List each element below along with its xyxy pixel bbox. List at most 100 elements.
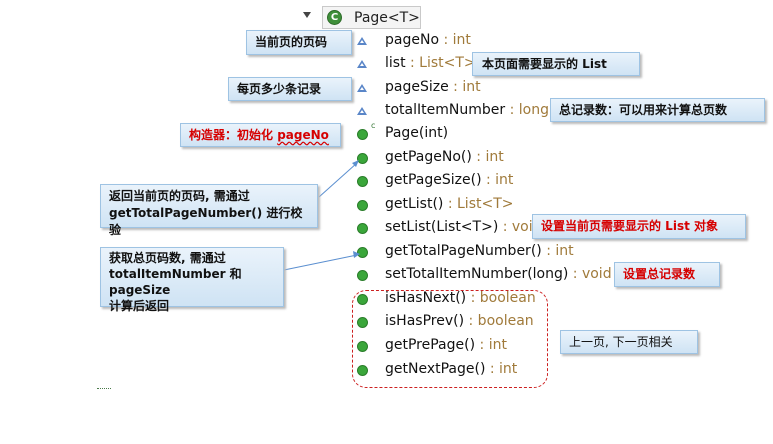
class-title: Page<T> — [354, 10, 420, 26]
callout-constructor-param: pageNo — [277, 128, 329, 142]
public-method-icon — [357, 341, 368, 352]
member-row[interactable]: getPageSize() : int — [353, 171, 613, 193]
callout-current-page-text: 当前页的页码 — [255, 35, 328, 49]
public-method-icon — [357, 223, 368, 234]
member-row[interactable]: getNextPage() : int — [353, 360, 613, 382]
member-signature: pageNo : int — [385, 32, 471, 48]
callout-constructor: 构造器：初始化 pageNo — [180, 123, 341, 147]
constructor-marker-icon: c — [371, 121, 376, 130]
member-type: : int — [475, 337, 507, 353]
callout-set-list-text: 设置当前页需要显示的 List 对象 — [541, 219, 718, 233]
member-row[interactable]: getTotalPageNumber() : int — [353, 242, 613, 264]
callout-total-records-text: 总记录数：可以用来计算总页数 — [559, 103, 728, 117]
member-name: setList(List<T>) — [385, 219, 499, 235]
callout-prev-next: 上一页, 下一页相关 — [560, 330, 698, 354]
public-method-icon — [357, 270, 368, 281]
callout-list: 本页面需要显示的 List — [472, 52, 640, 76]
member-name: isHasNext() — [385, 290, 467, 306]
member-type: : int — [448, 79, 481, 95]
callout-current-page: 当前页的页码 — [246, 30, 352, 55]
callout-list-text: 本页面需要显示的 List — [482, 57, 607, 71]
protected-field-icon — [357, 84, 367, 92]
member-type: : int — [485, 361, 518, 377]
callout-set-total-text: 设置总记录数 — [623, 267, 696, 281]
callout-set-total: 设置总记录数 — [614, 262, 720, 287]
connector-get-page-no — [318, 162, 358, 198]
connector-total-pages — [283, 254, 358, 271]
public-method-icon — [357, 247, 368, 258]
member-type: : int — [481, 172, 514, 188]
callout-page-size: 每页多少条记录 — [228, 77, 352, 101]
member-row[interactable]: list : List<T> — [353, 54, 613, 76]
member-row[interactable]: isHasPrev() : boolean — [353, 312, 613, 334]
member-row[interactable]: c Page(int) — [353, 121, 613, 146]
member-row[interactable]: getPrePage() : int — [353, 336, 613, 358]
callout-total-pages-line2: totalItemNumber 和 pageSize — [109, 267, 242, 297]
public-method-icon — [357, 176, 368, 187]
member-name: pageSize — [385, 79, 449, 95]
member-name: totalItemNumber — [385, 102, 506, 118]
member-signature: list : List<T> — [385, 55, 476, 71]
member-signature: getTotalPageNumber() : int — [385, 243, 574, 259]
member-type: : List<T> — [405, 55, 476, 71]
public-method-icon — [357, 200, 368, 211]
member-name: Page(int) — [385, 125, 449, 141]
member-signature: setTotalItemNumber(long) : void — [385, 266, 612, 282]
member-name: isHasPrev() — [385, 313, 465, 329]
member-type: : List<T> — [443, 196, 514, 212]
callout-page-size-text: 每页多少条记录 — [237, 82, 322, 96]
member-signature: getPageSize() : int — [385, 172, 513, 188]
member-type: : void — [568, 266, 612, 282]
protected-field-icon — [357, 60, 367, 68]
member-row[interactable]: getList() : List<T> — [353, 195, 613, 217]
member-signature: isHasNext() : boolean — [385, 290, 536, 306]
member-name: list — [385, 55, 406, 71]
member-row[interactable]: pageNo : int — [353, 31, 613, 53]
callout-constructor-prefix: 构造器：初始化 — [189, 128, 278, 142]
member-signature: pageSize : int — [385, 79, 481, 95]
protected-field-icon — [357, 107, 367, 115]
member-type: : long — [505, 102, 549, 118]
class-node[interactable]: C Page<T> — [322, 6, 421, 29]
member-signature: isHasPrev() : boolean — [385, 313, 534, 329]
member-signature: Page(int) — [385, 125, 448, 141]
callout-total-pages: 获取总页码数, 需通过 totalItemNumber 和 pageSize 计… — [100, 247, 284, 313]
connector-arrowhead-2 — [353, 251, 360, 258]
member-name: getPageNo() — [385, 149, 472, 165]
member-signature: getNextPage() : int — [385, 361, 517, 377]
member-row[interactable]: getPageNo() : int — [353, 148, 613, 170]
callout-total-records: 总记录数：可以用来计算总页数 — [550, 98, 765, 122]
connector-arrowhead-1 — [352, 160, 359, 167]
member-row[interactable]: setList(List<T>) : void — [353, 218, 613, 240]
member-signature: totalItemNumber : long — [385, 102, 549, 118]
class-icon: C — [327, 10, 342, 25]
public-method-icon — [357, 153, 368, 164]
public-method-icon — [357, 317, 368, 328]
member-type: : int — [439, 32, 471, 48]
collapse-triangle-icon[interactable] — [303, 12, 311, 18]
member-row[interactable]: pageSize : int — [353, 78, 613, 100]
member-type: : int — [471, 149, 504, 165]
member-signature: setList(List<T>) : void — [385, 219, 542, 235]
member-name: getPageSize() — [385, 172, 482, 188]
callout-total-pages-line3: 计算后返回 — [109, 299, 170, 313]
member-type: : boolean — [464, 313, 534, 329]
member-name: getList() — [385, 196, 444, 212]
callout-total-pages-line1: 获取总页码数, 需通过 — [109, 251, 226, 265]
member-name: getNextPage() — [385, 361, 486, 377]
member-type: : boolean — [466, 290, 536, 306]
callout-get-page-no-line2: getTotalPageNumber() 进行校验 — [109, 206, 303, 237]
public-constructor-icon — [357, 129, 368, 140]
decor-tick — [97, 385, 111, 389]
member-row[interactable]: totalItemNumber : long — [353, 101, 613, 123]
callout-set-list: 设置当前页需要显示的 List 对象 — [532, 214, 746, 239]
member-type: : void — [498, 219, 542, 235]
member-name: pageNo — [385, 32, 440, 48]
member-signature: getPrePage() : int — [385, 337, 507, 353]
member-name: setTotalItemNumber(long) — [385, 266, 569, 282]
member-row[interactable]: setTotalItemNumber(long) : void — [353, 265, 613, 287]
callout-prev-next-text: 上一页, 下一页相关 — [569, 335, 673, 349]
member-name: getPrePage() — [385, 337, 476, 353]
member-signature: getPageNo() : int — [385, 149, 504, 165]
